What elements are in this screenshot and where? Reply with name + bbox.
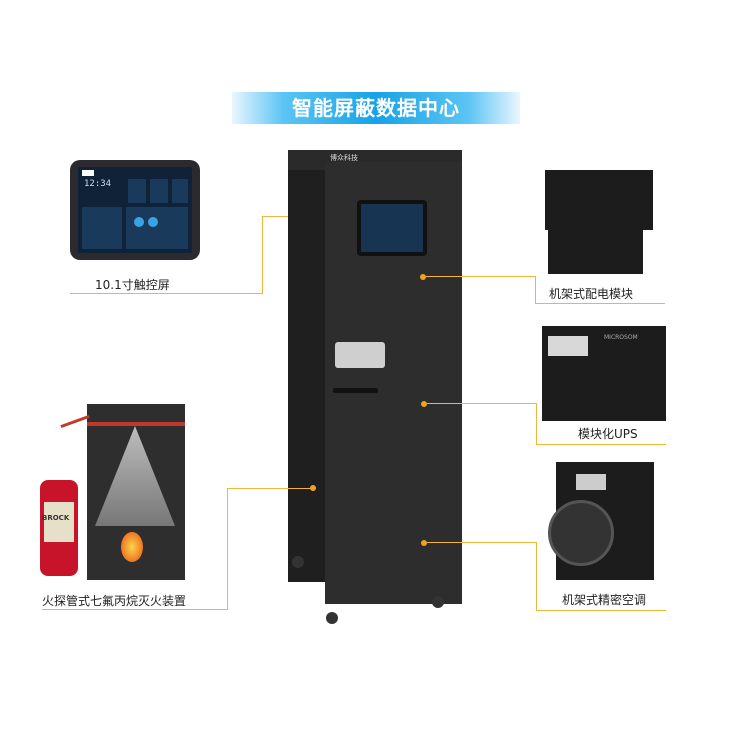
leader-line-fire-under bbox=[42, 609, 228, 610]
leader-line-touchscreen-v bbox=[262, 216, 263, 294]
tablet-screen: 12:34 bbox=[78, 167, 192, 253]
fire-detection-image bbox=[87, 404, 185, 580]
tablet-clock: 12:34 bbox=[84, 179, 112, 189]
label-touchscreen: 10.1寸触控屏 bbox=[95, 278, 170, 292]
extinguisher-label: BROCK bbox=[42, 514, 70, 522]
wheel bbox=[326, 612, 338, 624]
rack-pdu-image-bottom bbox=[548, 228, 643, 274]
leader-line-ac-h bbox=[427, 542, 537, 543]
wheel bbox=[292, 556, 304, 568]
leader-line-pdu-h bbox=[426, 276, 536, 277]
callout-dot bbox=[310, 485, 316, 491]
label-ups: 模块化UPS bbox=[578, 427, 638, 441]
leader-line-fire-h bbox=[227, 488, 313, 489]
leader-line-ups-h bbox=[427, 403, 537, 404]
callout-dot bbox=[421, 540, 427, 546]
extinguisher-image: BROCK bbox=[40, 480, 78, 576]
precision-ac-image bbox=[548, 462, 654, 580]
ups-image: MICROSOM bbox=[542, 326, 666, 421]
door-lock-icon bbox=[335, 342, 385, 368]
label-fire: 火探管式七氟丙烷灭火装置 bbox=[42, 594, 187, 608]
cabinet-screen bbox=[357, 200, 427, 256]
leader-line-pdu-under bbox=[535, 303, 665, 304]
ups-brand: MICROSOM bbox=[604, 334, 638, 341]
leader-line-ac-v bbox=[536, 542, 537, 610]
touchscreen-image: 12:34 bbox=[70, 160, 200, 260]
leader-line-ac-under bbox=[536, 610, 666, 611]
label-ac: 机架式精密空调 bbox=[562, 593, 647, 607]
leader-line-ups-v bbox=[536, 403, 537, 445]
cabinet-brand: 博众科技 bbox=[330, 154, 358, 162]
leader-line-touchscreen bbox=[70, 293, 263, 294]
label-rack-pdu: 机架式配电模块 bbox=[549, 287, 634, 301]
door-handle bbox=[333, 388, 378, 393]
leader-line-pdu-v bbox=[535, 276, 536, 304]
title-banner: 智能屏蔽数据中心 bbox=[232, 92, 520, 124]
fire-pipe bbox=[60, 414, 90, 429]
callout-dot bbox=[420, 274, 426, 280]
callout-dot bbox=[421, 401, 427, 407]
leader-line-ups-under bbox=[536, 444, 666, 445]
wheel bbox=[432, 596, 444, 608]
rack-pdu-image-top bbox=[545, 170, 653, 230]
banner-title: 智能屏蔽数据中心 bbox=[292, 96, 460, 120]
cabinet-side bbox=[288, 162, 326, 582]
leader-line-fire-v bbox=[227, 488, 228, 610]
